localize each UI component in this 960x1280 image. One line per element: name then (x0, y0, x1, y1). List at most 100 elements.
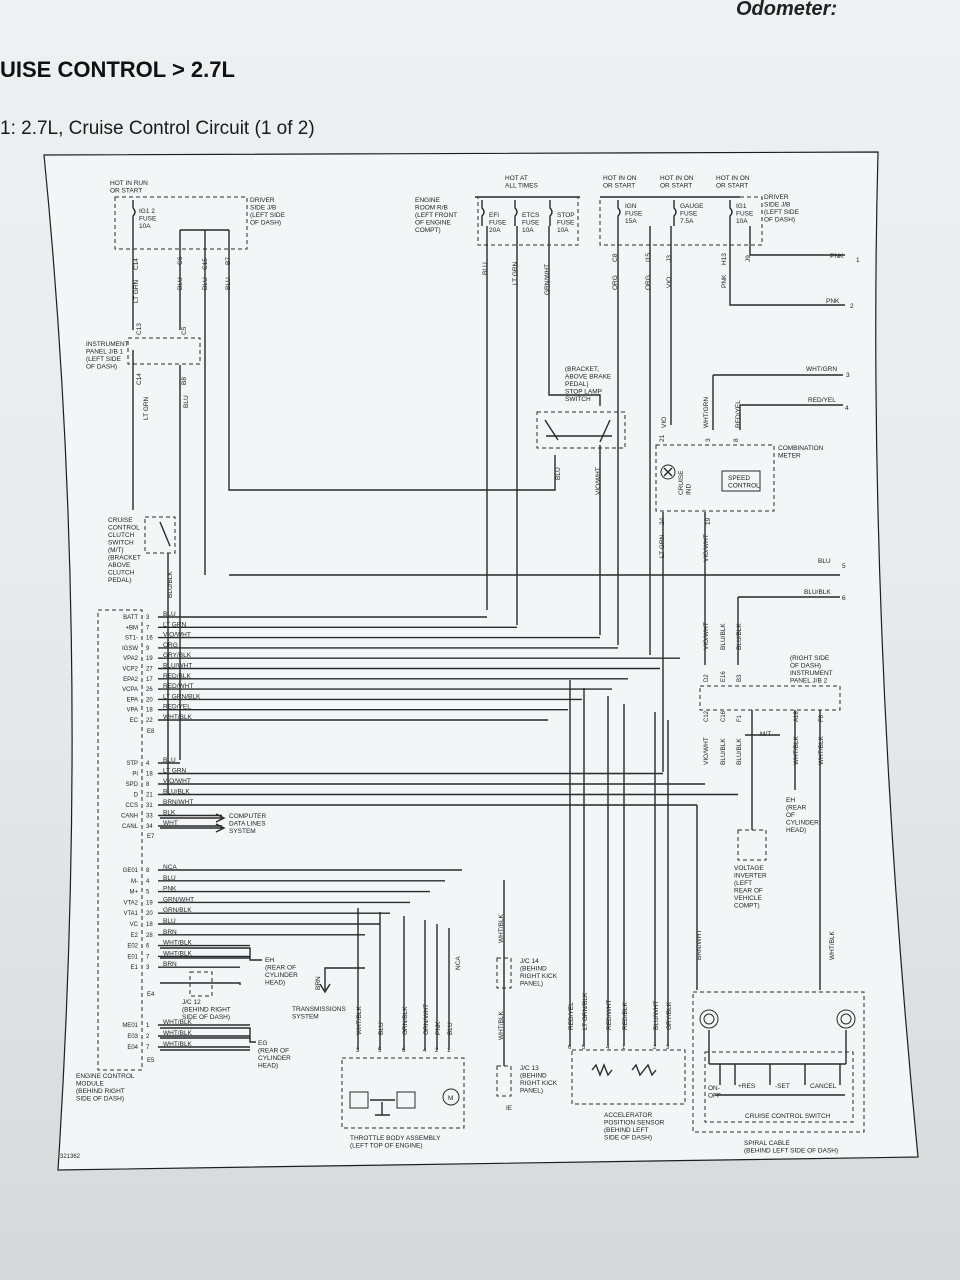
ecm-wire-label: BRN/WHT (163, 799, 193, 806)
ecm-term-e2: E2 (131, 933, 139, 939)
accel-wire-label: RED/WHT (606, 1000, 613, 1030)
switch-on-off: ON-OFF (708, 1085, 721, 1100)
wire-grn-wht: GRN/WHT (544, 264, 551, 295)
stop-wire-vio-wht: VIO/WHT (595, 467, 602, 495)
throttle-wire-label: PNK (435, 1021, 442, 1035)
right-wire-1-ref: 1 (856, 257, 860, 264)
switch-set: -SET (775, 1083, 790, 1090)
ecm-wire-label: VIO/WHT (163, 778, 191, 785)
ecm-pin-16: 16 (146, 636, 153, 642)
ecm-term-spd: SPD (126, 782, 139, 788)
ecm-term-e04: E04 (127, 1045, 138, 1051)
right-wire-3: WHT/GRN (806, 366, 837, 373)
ecm-pin-1: 1 (146, 1023, 150, 1029)
data-lines-arrow (160, 813, 226, 833)
dynamic-wires: WHT/BLK3BLU5GRN/BLK6GRN/WHT4PNK2BLU1RED/… (356, 622, 825, 1054)
ecm-wire-label: WHT (163, 820, 178, 827)
pin-c13: C13 (136, 323, 143, 335)
ecm-wire-label: GRY/BLK (163, 652, 192, 659)
accel-wire-label: RED/YEL (568, 1002, 575, 1030)
ip-jb2-wire-label: VIO/WHT (703, 737, 710, 765)
ecm-pin-19: 19 (146, 656, 153, 662)
ecm-pin-22: 22 (146, 718, 153, 724)
accel-wire-label: RED/BLK (622, 1002, 629, 1030)
throttle-pin: 1 (447, 1048, 451, 1054)
ecm-term-vc: VC (130, 922, 139, 928)
pin-c14-b: C14 (136, 373, 143, 385)
ecm-pin-26: 26 (146, 687, 153, 693)
ecm-conn-e4: E4 (147, 992, 155, 998)
ecm-term-vcp2: VCP2 (122, 667, 138, 673)
throttle-wire-label: BLU (378, 1022, 385, 1035)
ecm-wire-label: RED/WHT (163, 683, 193, 690)
ecm-term-e02: E02 (127, 944, 138, 950)
ecm-wire-label: BLU (163, 918, 176, 925)
accel-wire-label: GRY/BLK (666, 1001, 673, 1030)
ip-jb2-pin: F1 (737, 714, 743, 722)
ip-jb2-pin: C16 (721, 710, 727, 722)
meter-pin-3: 3 (705, 438, 712, 442)
accel-wire-label: LT GRN/BLK (582, 992, 589, 1030)
accel-pin: 5 (582, 1045, 586, 1051)
ecm-pin-2: 2 (146, 1034, 150, 1040)
ground-ie-label: IE (506, 1105, 513, 1112)
wire-org-2: ORG (645, 275, 652, 290)
right-wire-6: BLU/BLK (804, 589, 831, 596)
ecm-term-d: D (134, 793, 139, 799)
ecm-wire-label: BLU/BLK (163, 789, 190, 796)
ecm-term-e03: E03 (127, 1034, 138, 1040)
ecm-pin-8: 8 (146, 782, 150, 788)
pin-c5: C5 (181, 326, 188, 335)
ecm-pin-33: 33 (146, 814, 153, 820)
ip-jb2-wire-label: BLU/BLK (736, 738, 743, 765)
meter-pin-8: 8 (733, 438, 740, 442)
ip-jb2-wire-label: VIO/WHT (703, 622, 710, 650)
ecm-term-pi: PI (132, 772, 138, 778)
figure-id: 321362 (60, 1154, 81, 1160)
meter-wire-vio: VIO (661, 417, 668, 428)
ecm-term-epa: EPA (126, 697, 138, 703)
ecm-term-st1: ST1- (125, 636, 138, 642)
ecm-wire-label: RED/BLK (163, 673, 191, 680)
ip-jb2-wire-label: BLU/BLK (720, 738, 727, 765)
ecm-wire-label: WHT/BLK (163, 940, 193, 947)
ecm-term-bm: +BM (125, 625, 138, 631)
ecm-term-m: M+ (129, 890, 138, 896)
section-title: UISE CONTROL > 2.7L (0, 57, 235, 82)
wire-pnk: PNK (721, 274, 728, 288)
ecm-pin-34: 34 (146, 824, 153, 830)
wire-lt-grn-3: LT GRN (143, 396, 150, 420)
nca-label: NCA (455, 956, 462, 970)
jc-wire-wht-blk-2: WHT/BLK (498, 1010, 505, 1040)
spiral-cable: SPIRAL CABLE(BEHIND LEFT SIDE OF DASH) (692, 991, 865, 1155)
throttle-pin: 3 (356, 1048, 360, 1054)
ecm-wire-label: RED/YEL (163, 704, 191, 711)
accel-wire-label: BLU/WHT (653, 1001, 660, 1030)
wire-lt-grn-1: LT GRN (133, 279, 140, 303)
ecm-wire-label: WHT/BLK (163, 1030, 193, 1037)
pin-i15: I15 (645, 253, 652, 262)
ip-jb2-wire-label: BLU/BLK (736, 623, 743, 650)
ecm-wire-label: BLK (163, 810, 176, 817)
ecm-conn-e7: E7 (147, 834, 155, 840)
svg-text:M: M (448, 1095, 453, 1102)
throttle-wire-label: WHT/BLK (356, 1005, 363, 1035)
cruise-ind-label: CRUISEIND (678, 470, 693, 495)
ecm-pin-8: 8 (146, 868, 150, 874)
diagram-sheet (43, 151, 919, 1171)
spiral-cable-label: SPIRAL CABLE(BEHIND LEFT SIDE OF DASH) (744, 1140, 838, 1155)
ecm-pin-20: 20 (146, 911, 153, 917)
throttle-wire-label: GRN/WHT (423, 1004, 430, 1035)
